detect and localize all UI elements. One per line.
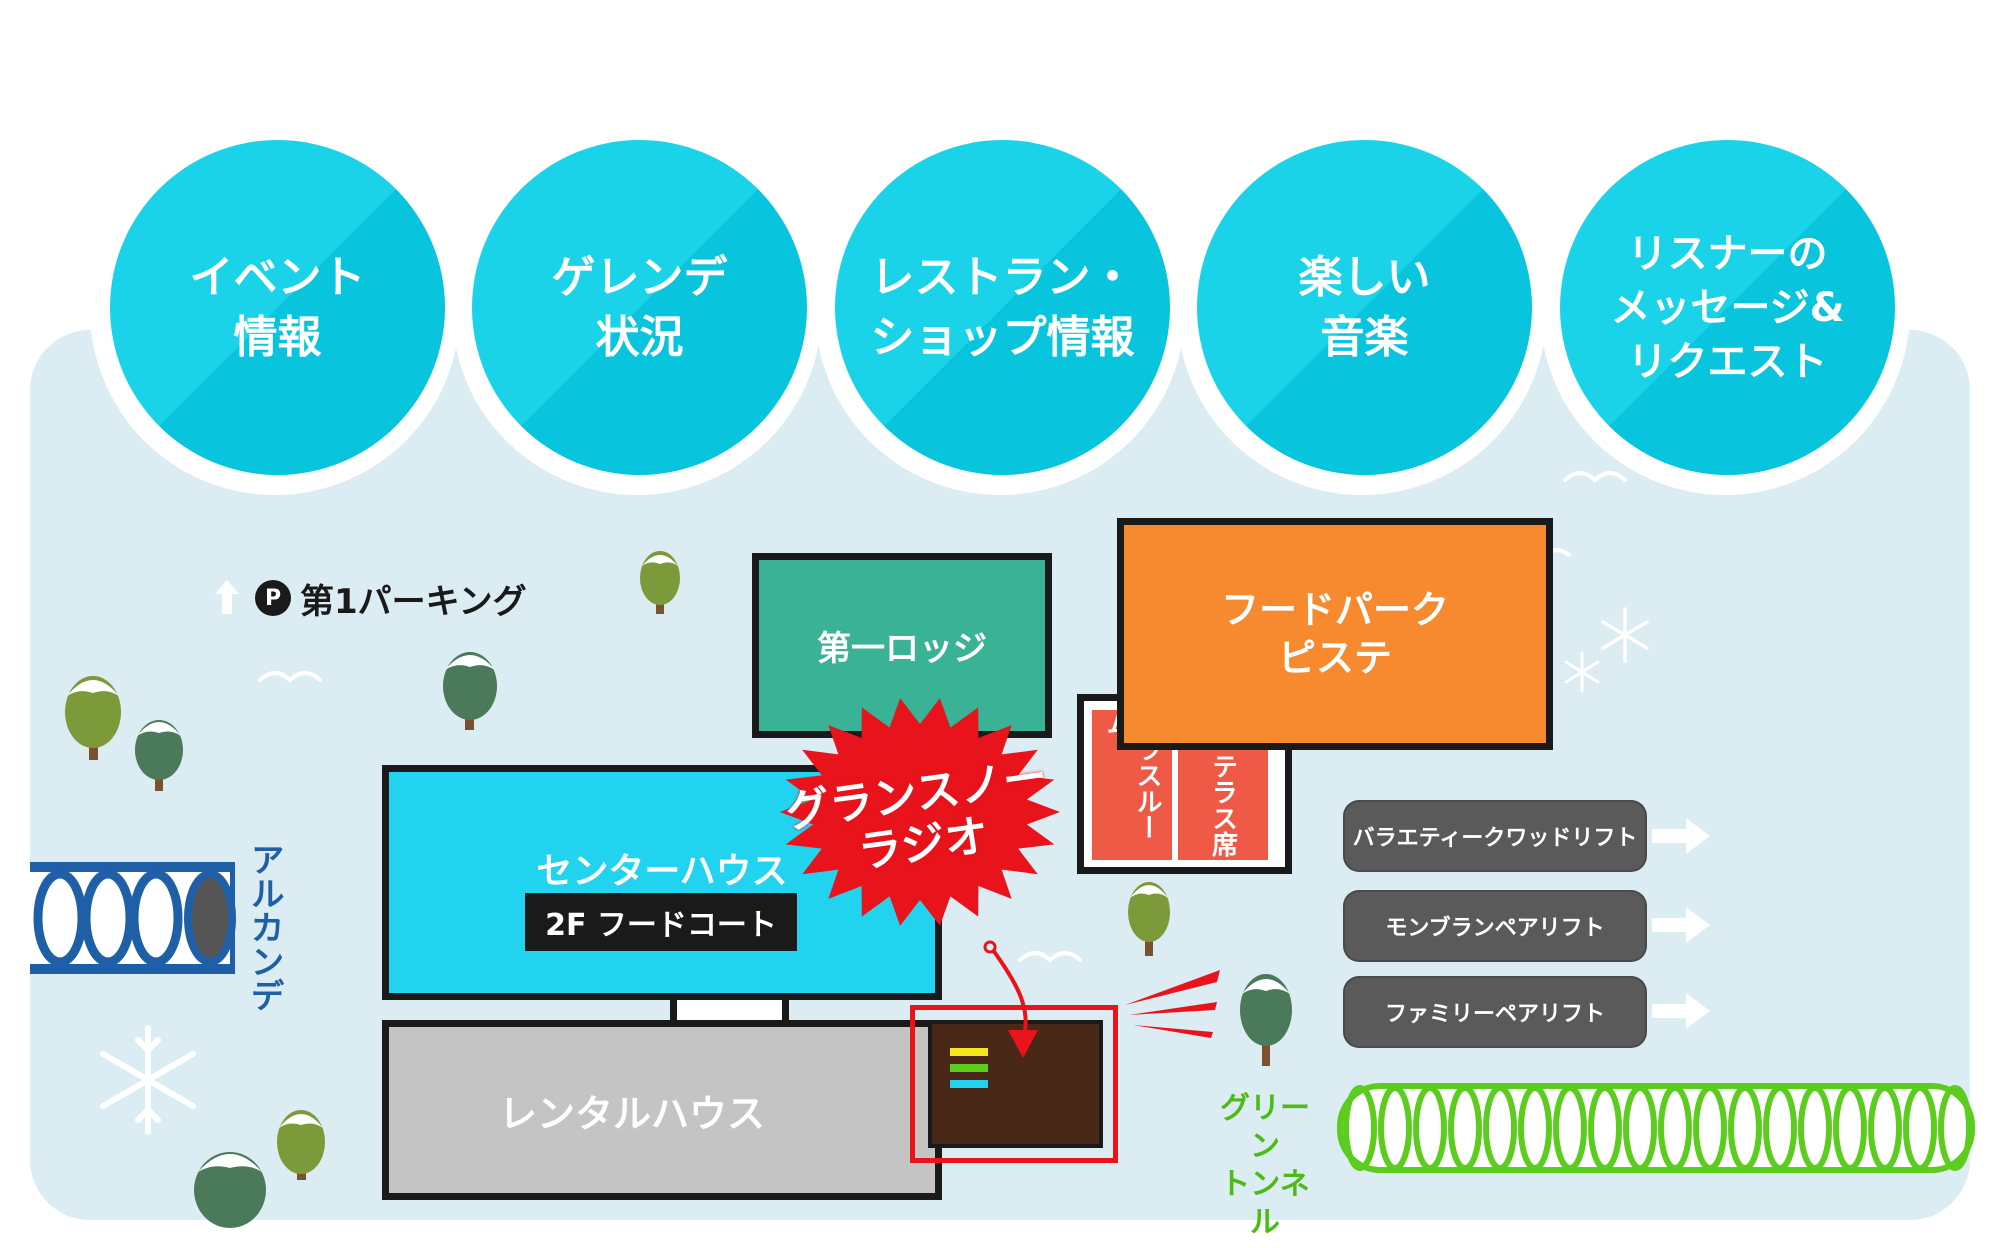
tunnel-ring (1693, 1085, 1727, 1171)
tunnel-ring (1728, 1085, 1762, 1171)
lift-variety-label: バラエティークワッドリフト (1352, 826, 1638, 851)
nav-slope-line1: ゲレンデ (551, 251, 728, 303)
parking-icon-letter: P (264, 585, 282, 611)
tunnel-ring (1763, 1085, 1797, 1171)
nav-circle-music-wrap: 楽しい 音楽 (1177, 125, 1547, 495)
tree-icon (65, 676, 121, 760)
tree-icon (640, 551, 680, 614)
green-tunnel (1337, 1083, 1975, 1173)
nav-restaurant-line1: レストラン・ (870, 251, 1135, 303)
nav-restaurant-line2: ショップ情報 (870, 311, 1135, 363)
nav-circle-events-wrap: イベント 情報 (90, 125, 460, 495)
snowflake-icon (1601, 607, 1649, 663)
tunnel-ring (1903, 1085, 1937, 1171)
arrow-up-icon (215, 580, 239, 614)
nav-listener-line1: リスナーの (1627, 230, 1828, 277)
tree-icon (443, 652, 497, 730)
nav-slope-line2: 状況 (595, 311, 684, 363)
radio-starburst[interactable] (775, 695, 1065, 930)
food-park-piste-building[interactable]: フードパーク ピステ (1117, 518, 1553, 750)
tunnel-ring (1798, 1085, 1832, 1171)
tree-icon (277, 1110, 325, 1180)
snowflake-icon (100, 1025, 196, 1135)
nav-listener-line2: メッセージ& (1610, 284, 1845, 331)
tunnel-ring (1588, 1085, 1622, 1171)
booth-stripe-yellow (950, 1048, 988, 1056)
nav-circle-listener-wrap: リスナーの メッセージ& リクエスト (1540, 125, 1910, 495)
nav-circle-restaurant-wrap: レストラン・ ショップ情報 (815, 125, 1185, 495)
tunnel-ring (1378, 1085, 1412, 1171)
tunnel-ring (1343, 1085, 1377, 1171)
parking-label[interactable]: 第1パーキング (300, 582, 527, 622)
arcande-label[interactable]: アルカンデ (244, 842, 284, 1012)
nav-slope-status-button[interactable]: ゲレンデ 状況 (472, 140, 807, 475)
bird-icon (258, 671, 322, 683)
lift-family-label: ファミリーペアリフト (1384, 1002, 1605, 1027)
arcande-tunnel (30, 862, 236, 974)
nav-music-line2: 音楽 (1320, 311, 1409, 363)
tunnel-ring (1448, 1085, 1482, 1171)
tunnel-ring (1553, 1085, 1587, 1171)
tunnel-ring (1868, 1085, 1902, 1171)
tree-icon (135, 720, 183, 791)
nav-events-button[interactable]: イベント 情報 (110, 140, 445, 475)
tree-icon (1240, 974, 1292, 1066)
nav-listener-line3: リクエスト (1627, 338, 1828, 385)
tree-icon (1128, 882, 1170, 956)
booth-stripe-blue (950, 1080, 988, 1088)
first-lodge-label: 第一ロッジ (817, 629, 987, 669)
nav-music-line1: 楽しい (1298, 251, 1431, 303)
rental-house-label: レンタルハウス (498, 1091, 765, 1136)
lift-mont-blanc-label: モンブランペアリフト (1385, 916, 1605, 941)
nav-events-line2: 情報 (233, 311, 322, 363)
center-house-label: センターハウス (536, 851, 788, 892)
tunnel-ring (1658, 1085, 1692, 1171)
arrow-right-icon (1652, 818, 1710, 854)
nav-listener-request-button[interactable]: リスナーの メッセージ& リクエスト (1560, 140, 1895, 475)
rental-house-building[interactable]: レンタルハウス (382, 1020, 942, 1200)
parking-icon: P (255, 580, 291, 616)
nav-circle-slope-wrap: ゲレンデ 状況 (452, 125, 822, 495)
terrace-seat-label: テラス席 (1207, 753, 1238, 857)
tree-icon (194, 1152, 266, 1228)
food-court-text: 2F フードコート (545, 908, 777, 943)
tunnel-ring (1518, 1085, 1552, 1171)
tunnel-ring (1483, 1085, 1517, 1171)
lift-mont-blanc-button[interactable]: モンブランペアリフト (1345, 892, 1645, 960)
food-park-label-line1: フードパーク (1220, 588, 1449, 632)
green-tunnel-line2: トンネル (1220, 1167, 1310, 1240)
arrow-right-icon (1652, 907, 1710, 943)
food-court-label[interactable]: 2F フードコート (525, 893, 797, 951)
radio-booth[interactable] (928, 1020, 1103, 1148)
food-park-label-line2: ピステ (1277, 636, 1392, 680)
nav-restaurant-shop-button[interactable]: レストラン・ ショップ情報 (835, 140, 1170, 475)
tunnel-ring (1413, 1085, 1447, 1171)
tunnel-ring (1623, 1085, 1657, 1171)
tunnel-ring (1833, 1085, 1867, 1171)
lift-variety-quad-button[interactable]: バラエティークワッドリフト (1345, 802, 1645, 870)
bird-icon (1018, 951, 1082, 963)
green-tunnel-label[interactable]: グリーン トンネル (1210, 1090, 1320, 1242)
snowflake-icon (1564, 651, 1600, 693)
booth-stripe-green (950, 1064, 988, 1072)
sound-lines-icon (1125, 970, 1220, 1038)
starburst-shape (780, 698, 1060, 926)
arrow-right-icon (1652, 993, 1710, 1029)
green-tunnel-line1: グリーン (1220, 1091, 1310, 1164)
lift-family-pair-button[interactable]: ファミリーペアリフト (1345, 978, 1645, 1046)
nav-events-line1: イベント (189, 251, 366, 303)
nav-music-button[interactable]: 楽しい 音楽 (1197, 140, 1532, 475)
bird-icon (1563, 471, 1627, 483)
tunnel-ring (1938, 1085, 1972, 1171)
terrace-seat[interactable]: テラス席 (1178, 750, 1268, 860)
